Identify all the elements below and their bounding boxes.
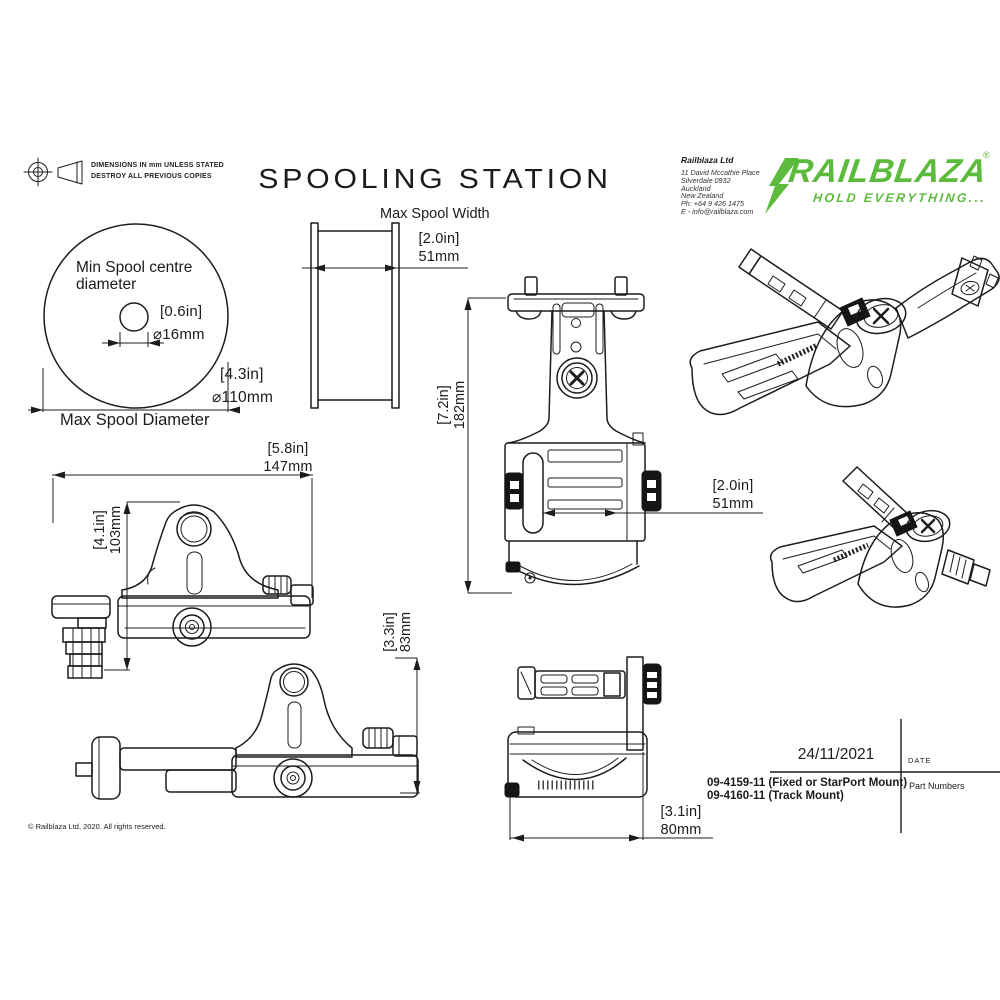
dim-spool-diameter-in: [4.3in] xyxy=(220,366,264,383)
dim-overall-height-label: [7.2in] 182mm xyxy=(435,359,469,451)
dim-body-depth-in: [3.1in] xyxy=(660,804,702,820)
dimension-notes: DIMENSIONS IN mm UNLESS STATED DESTROY A… xyxy=(91,160,224,182)
dim-body-depth-mm: 80mm xyxy=(660,822,702,838)
view-side-track xyxy=(75,657,421,800)
note-line-1: DIMENSIONS IN mm UNLESS STATED xyxy=(91,162,224,169)
view-bottom xyxy=(504,656,713,842)
company-phone: Ph: +64 9 426 1475 xyxy=(681,199,744,209)
company-address-1: 11 David Mccathie Place xyxy=(681,168,760,177)
dim-overall-height-mm: 182mm xyxy=(452,380,468,430)
title-block-date: 24/11/2021 xyxy=(797,746,875,763)
min-spool-centre-label: Min Spool centre diameter xyxy=(76,259,193,293)
company-info: Railblaza Ltd 11 David Mccathie Place Si… xyxy=(681,155,760,216)
dim-spool-body-width-mm: 51mm xyxy=(712,496,754,512)
view-spool-front xyxy=(28,223,240,414)
logo-brand-text: RAILBLAZA xyxy=(786,152,990,189)
dim-overall-length-in: [5.8in] xyxy=(267,441,309,457)
dim-spool-centre-mm: ⌀16mm xyxy=(153,326,205,343)
company-address-2: Silverdale 0932 xyxy=(681,175,731,185)
max-spool-width-label: Max Spool Width xyxy=(380,206,490,222)
dim-overall-height xyxy=(464,297,512,594)
logo-swoosh-icon xyxy=(765,158,799,214)
dim-bracket-height-in: [4.1in] xyxy=(92,510,108,550)
dim-spool-diameter-mm: ⌀110mm xyxy=(212,389,274,406)
dim-spool-width-in: [2.0in] xyxy=(418,231,460,247)
copyright-notice: © Railblaza Ltd, 2020. All rights reserv… xyxy=(28,822,166,831)
logo-tagline: HOLD EVERYTHING... xyxy=(812,191,988,205)
company-name: Railblaza Ltd xyxy=(681,155,734,165)
dim-track-height-mm: 83mm xyxy=(398,611,414,653)
dim-bracket-height-label: [4.1in] 103mm xyxy=(91,484,125,576)
dim-overall-length-mm: 147mm xyxy=(263,459,313,475)
title-block-lines xyxy=(770,719,1000,833)
railblaza-logo: RAILBLAZA ® HOLD EVERYTHING... xyxy=(765,150,997,214)
note-line-2: DESTROY ALL PREVIOUS COPIES xyxy=(91,173,212,180)
view-isometric-top xyxy=(689,248,1000,416)
title-block-date-label: DATE xyxy=(908,756,932,765)
part-number-2: 09-4160-11 (Track Mount) xyxy=(707,789,844,802)
logo-registered-mark: ® xyxy=(983,150,990,160)
dim-overall-height-in: [7.2in] xyxy=(436,385,452,425)
dim-spool-width-mm: 51mm xyxy=(418,249,460,265)
dim-spool-centre-in: [0.6in] xyxy=(160,303,203,320)
min-spool-centre-line1: Min Spool centre xyxy=(76,259,193,276)
dim-bracket-height-mm: 103mm xyxy=(108,505,124,555)
company-address-3: Auckland xyxy=(681,183,711,193)
page-title: SPOOLING STATION xyxy=(258,163,612,194)
dim-track-height-in: [3.3in] xyxy=(382,612,398,652)
projection-symbol-icon xyxy=(23,157,83,187)
company-email: E - info@railblaza.com xyxy=(681,206,754,216)
view-side-starport xyxy=(51,471,314,679)
part-number-1: 09-4159-11 (Fixed or StarPort Mount) xyxy=(707,777,908,789)
dim-spool-body-width-in: [2.0in] xyxy=(712,478,754,494)
view-isometric-mid xyxy=(769,466,991,608)
title-block-parts-label: Part Numbers xyxy=(909,781,965,791)
min-spool-centre-line2: diameter xyxy=(76,275,137,293)
company-address-4: New Zealand xyxy=(681,191,724,201)
view-spool-side xyxy=(302,222,468,409)
max-spool-diameter-label: Max Spool Diameter xyxy=(60,411,210,429)
view-front xyxy=(504,276,763,586)
dim-track-height-label: [3.3in] 83mm xyxy=(381,586,415,678)
title-block-part-numbers: 09-4159-11 (Fixed or StarPort Mount) 09-… xyxy=(707,777,907,802)
